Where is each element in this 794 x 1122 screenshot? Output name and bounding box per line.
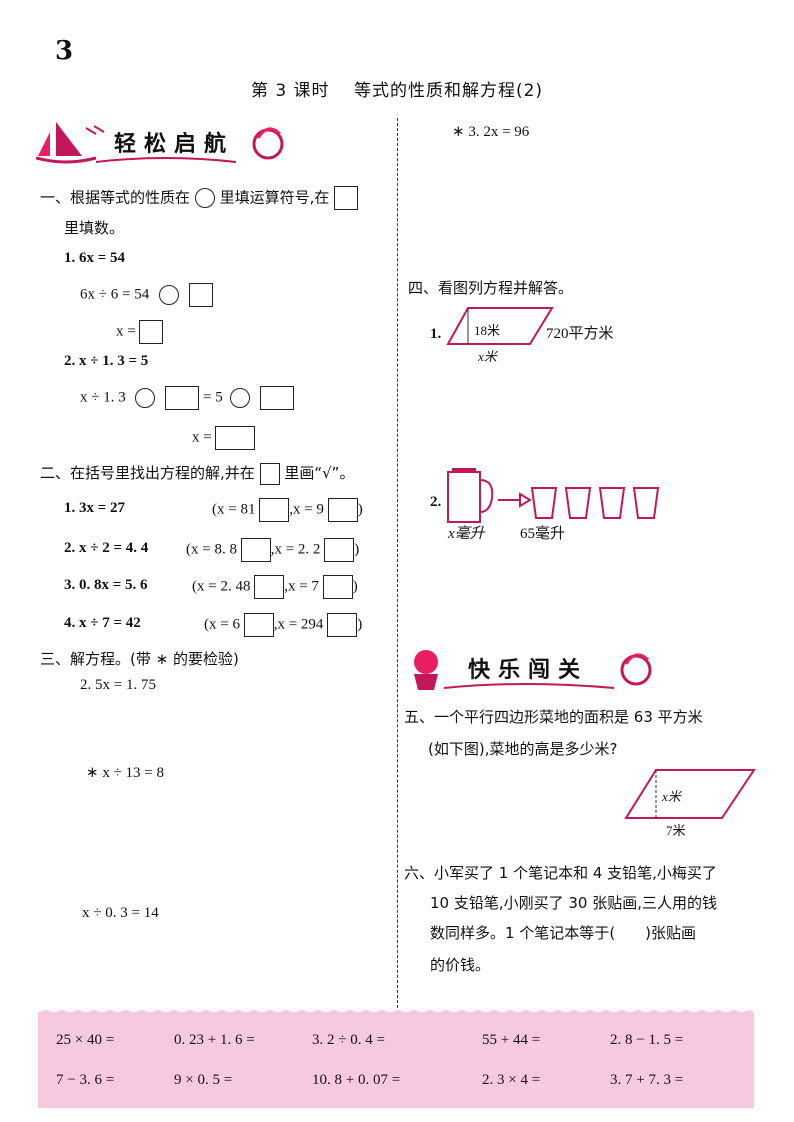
s5-base-label: 7米 xyxy=(666,823,686,838)
cup-icon xyxy=(530,487,558,519)
calc-item: 7 − 3. 6 = xyxy=(56,1072,115,1088)
jug-icon xyxy=(447,471,481,523)
answer-box[interactable] xyxy=(260,386,295,410)
check-box[interactable] xyxy=(327,498,358,522)
operator-circle[interactable] xyxy=(135,388,156,408)
s2-item: 1. 3x = 27 xyxy=(64,500,126,516)
section1-instruction: 一、根据等式的性质在 里填运算符号,在 xyxy=(40,186,359,210)
calc-item: 25 × 40 = xyxy=(56,1032,115,1048)
check-box[interactable] xyxy=(243,613,274,637)
column-divider xyxy=(397,118,398,1008)
section4-instruction: 四、看图列方程并解答。 xyxy=(408,279,574,297)
s2-options: (x = 2. 48 ,x = 7 ) xyxy=(192,575,358,599)
check-box[interactable] xyxy=(240,538,271,562)
operator-circle xyxy=(194,188,215,208)
answer-box[interactable] xyxy=(215,426,256,450)
check-box[interactable] xyxy=(254,575,285,599)
s2-item: 4. x ÷ 7 = 42 xyxy=(64,615,141,631)
s4-q1-base-label: x米 xyxy=(478,349,497,364)
s4-q2-cup-label: 65毫升 xyxy=(520,526,566,542)
section5-line2: (如下图),菜地的高是多少米? xyxy=(428,740,618,758)
s2-options: (x = 6 ,x = 294 ) xyxy=(204,613,362,637)
cup-icon xyxy=(598,487,626,519)
s1-q2-step2: x = xyxy=(192,426,256,450)
s1-q1-step2: x = xyxy=(116,320,164,344)
calc-item: 2. 8 − 1. 5 = xyxy=(610,1032,684,1048)
sailboat-banner-icon xyxy=(35,122,284,164)
s4-q2-number: 2. xyxy=(430,494,442,510)
s4-q1-area-label: 720平方米 xyxy=(546,326,614,342)
s5-height-label: x米 xyxy=(662,789,681,804)
cup-icon xyxy=(564,487,592,519)
parallelogram-figure xyxy=(446,307,554,345)
check-box[interactable] xyxy=(324,538,355,562)
calc-item: 2. 3 × 4 = xyxy=(482,1072,541,1088)
calc-item: 10. 8 + 0. 07 = xyxy=(312,1072,401,1088)
calc-item: 3. 7 + 7. 3 = xyxy=(610,1072,684,1088)
s1-q2: 2. x ÷ 1. 3 = 5 xyxy=(64,353,149,369)
banner-title-1: 轻松启航 xyxy=(114,132,235,157)
check-box[interactable] xyxy=(322,575,353,599)
s1-q1: 1. 6x = 54 xyxy=(64,250,126,266)
section6-line1: 六、小军买了 1 个笔记本和 4 支铅笔,小梅买了 xyxy=(404,864,717,882)
banner-title-2: 快乐闯关 xyxy=(468,658,589,683)
calc-item: 0. 23 + 1. 6 = xyxy=(174,1032,255,1048)
s2-item: 3. 0. 8x = 5. 6 xyxy=(64,577,148,593)
calc-item: 9 × 0. 5 = xyxy=(174,1072,233,1088)
section5-line1: 五、一个平行四边形菜地的面积是 63 平方米 xyxy=(404,708,703,726)
banner-happy-level: 快乐闯关 xyxy=(404,644,664,696)
scalloped-edge xyxy=(38,1010,754,1014)
page-number: 3 xyxy=(55,36,74,66)
answer-box xyxy=(334,186,359,210)
answer-box[interactable] xyxy=(139,320,164,344)
s3-equation-3: x ÷ 0. 3 = 14 xyxy=(82,905,159,921)
section6-line3: 数同样多。1 个笔记本等于( )张贴画 xyxy=(430,924,697,942)
operator-circle[interactable] xyxy=(158,285,179,305)
answer-box[interactable] xyxy=(165,386,200,410)
s4-q1-number: 1. xyxy=(430,326,442,342)
section6-line2: 10 支铅笔,小刚买了 30 张贴画,三人用的钱 xyxy=(430,894,718,912)
section2-instruction: 二、在括号里找出方程的解,并在 里画“√”。 xyxy=(40,462,354,485)
s3-equation-1: 2. 5x = 1. 75 xyxy=(80,677,156,693)
operator-circle[interactable] xyxy=(230,388,251,408)
answer-box[interactable] xyxy=(188,283,213,307)
s1-q2-step1: x ÷ 1. 3 = 5 xyxy=(80,386,295,410)
banner-easy-start: 轻松启航 xyxy=(35,118,296,168)
check-box[interactable] xyxy=(259,498,290,522)
check-box[interactable] xyxy=(327,613,358,637)
section3-instruction: 三、解方程。(带 ∗ 的要检验) xyxy=(40,650,239,668)
section6-line4: 的价钱。 xyxy=(430,956,491,974)
jug-and-cups-figure xyxy=(447,468,660,523)
s4-q2-jug-label: x毫升 xyxy=(448,526,485,542)
kid-banner-icon xyxy=(414,650,652,690)
s2-options: (x = 81 ,x = 9 ) xyxy=(212,498,363,522)
s2-item: 2. x ÷ 2 = 4. 4 xyxy=(64,540,149,556)
section1-instruction-cont: 里填数。 xyxy=(64,219,125,237)
s4-q1-height-label: 18米 xyxy=(474,323,501,338)
cup-icon xyxy=(632,487,660,519)
s3-equation-2: ∗ x ÷ 13 = 8 xyxy=(86,765,165,781)
page-title: 第 3 课时 等式的性质和解方程(2) xyxy=(250,81,544,101)
check-box xyxy=(259,462,280,485)
calc-item: 3. 2 ÷ 0. 4 = xyxy=(312,1032,385,1048)
s3-equation-4: ∗ 3. 2x = 96 xyxy=(452,124,530,140)
s2-options: (x = 8. 8 ,x = 2. 2 ) xyxy=(186,538,359,562)
parallelogram-figure-2 xyxy=(624,769,756,819)
s1-q1-step1: 6x ÷ 6 = 54 xyxy=(80,283,213,307)
mental-math-panel: 25 × 40 = 0. 23 + 1. 6 = 3. 2 ÷ 0. 4 = 5… xyxy=(38,1010,754,1108)
calc-item: 55 + 44 = xyxy=(482,1032,541,1048)
